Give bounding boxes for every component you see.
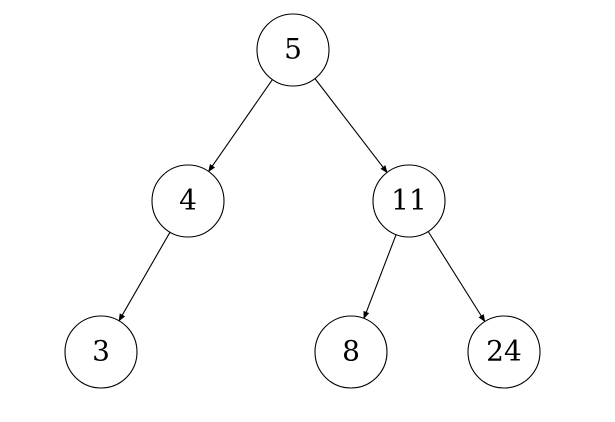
edge-4-to-3 (118, 231, 171, 322)
edge-5-to-11 (314, 78, 388, 174)
tree-node-11: 11 (372, 164, 446, 238)
node-circle (64, 315, 138, 389)
tree-node-8: 8 (314, 315, 388, 389)
node-circle (151, 164, 225, 238)
node-label: 5 (284, 33, 302, 66)
node-label: 11 (391, 184, 427, 217)
tree-node-3: 3 (64, 315, 138, 389)
tree-node-24: 24 (467, 315, 541, 389)
node-label: 4 (179, 184, 197, 217)
node-circle (256, 13, 330, 87)
nodes: 5 4 11 3 8 24 (64, 13, 541, 389)
edge-11-to-24 (427, 231, 486, 323)
node-label: 24 (486, 335, 522, 368)
tree-node-5: 5 (256, 13, 330, 87)
node-circle (467, 315, 541, 389)
edge-11-to-8 (363, 234, 397, 320)
node-label: 8 (342, 335, 360, 368)
edge-5-to-4 (208, 79, 273, 173)
edges (118, 78, 486, 323)
node-label: 3 (92, 335, 110, 368)
tree-node-4: 4 (151, 164, 225, 238)
node-circle (314, 315, 388, 389)
node-circle (372, 164, 446, 238)
